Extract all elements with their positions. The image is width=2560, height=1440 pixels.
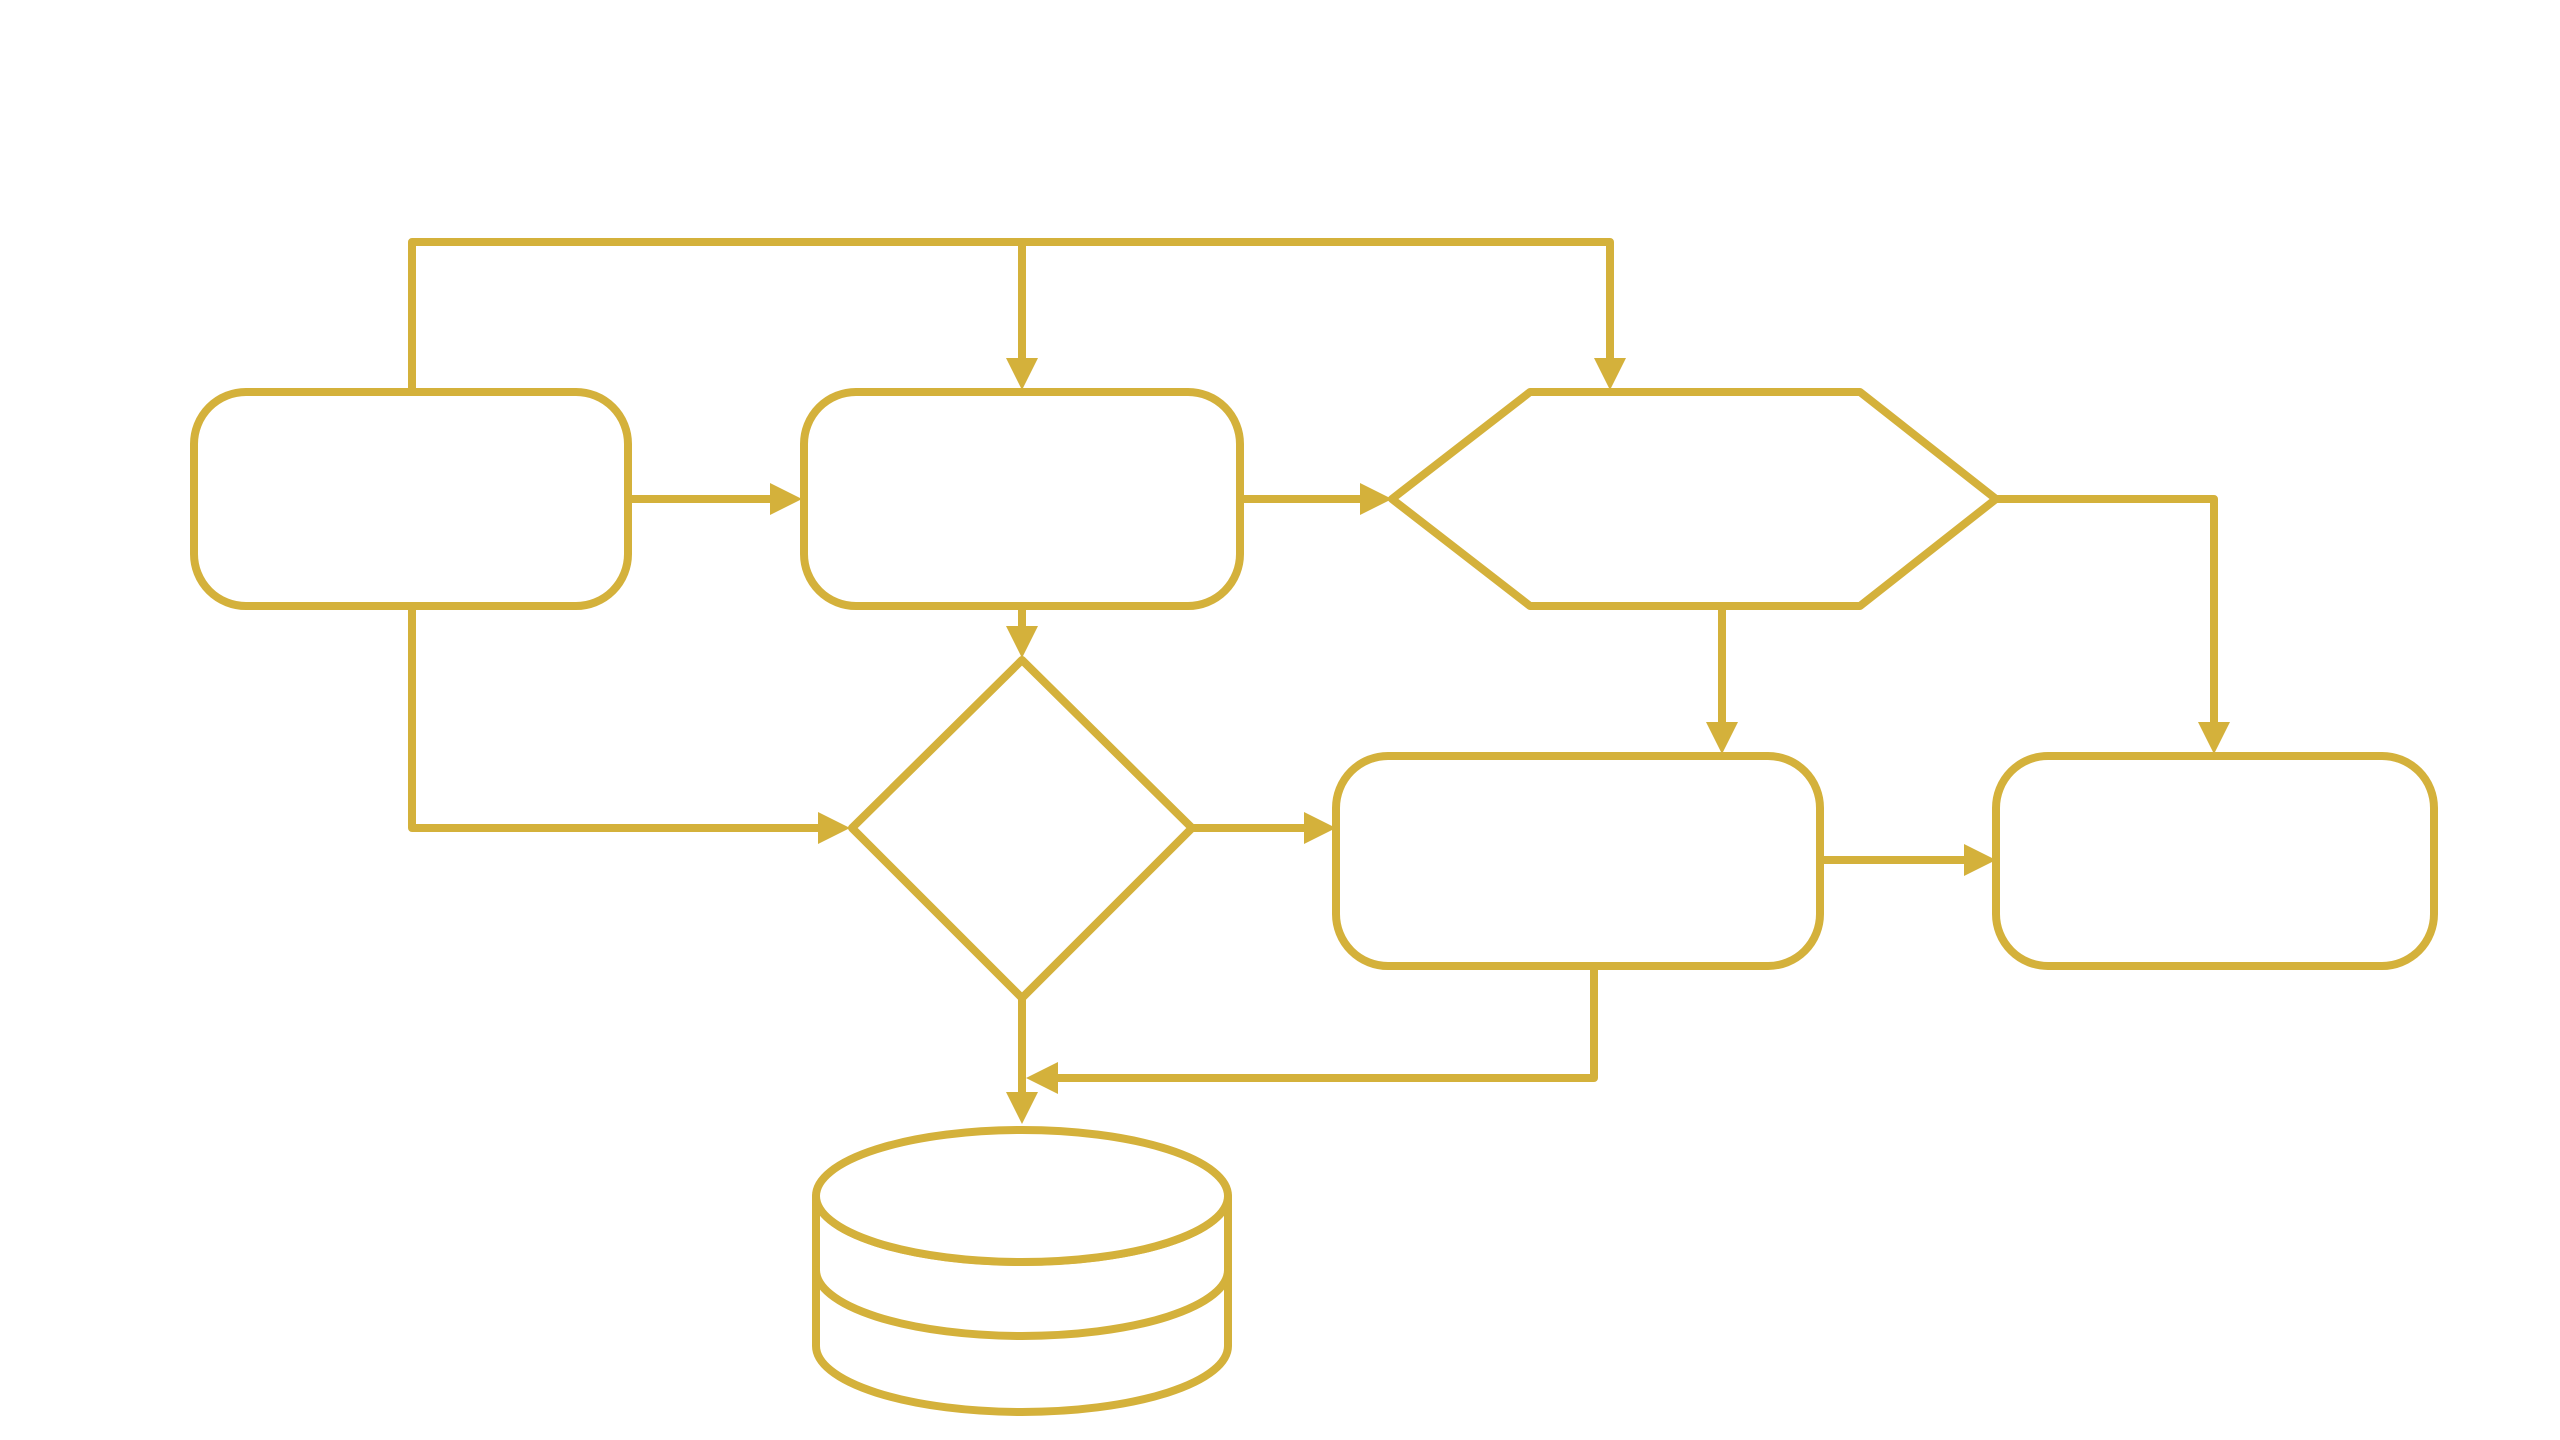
node-d-shape — [848, 656, 1196, 1002]
node-b[interactable] — [800, 388, 1244, 610]
node-f-shape — [1992, 752, 2438, 970]
edge-c-to-f — [1986, 495, 2218, 739]
node-g[interactable] — [812, 1126, 1232, 1416]
edges — [408, 238, 2230, 1124]
arrowhead-to-d-top — [1006, 626, 1038, 658]
node-d[interactable] — [848, 656, 1196, 1002]
node-b-shape — [800, 388, 1244, 610]
node-e-shape — [1332, 752, 1824, 970]
edge-a-top-bus — [408, 238, 1614, 396]
arrowhead-to-e-left — [1304, 812, 1336, 844]
node-a[interactable] — [190, 388, 632, 610]
arrowhead-to-e-top — [1706, 722, 1738, 754]
edge-a-to-d — [408, 602, 834, 832]
node-c[interactable] — [1388, 388, 2000, 610]
edge-e-to-g — [1036, 962, 1598, 1082]
arrowhead-to-f-left — [1964, 844, 1996, 876]
arrowhead-to-c-top — [1594, 358, 1626, 390]
arrowhead-to-d-left — [818, 812, 850, 844]
node-e[interactable] — [1332, 752, 1824, 970]
node-g-cylinder-band-2 — [812, 1266, 1232, 1340]
nodes — [190, 388, 2438, 1416]
arrowhead-to-b-left — [770, 483, 802, 515]
node-g-cylinder-top — [812, 1126, 1232, 1266]
node-f[interactable] — [1992, 752, 2438, 970]
arrowhead-to-c-left — [1360, 483, 1392, 515]
arrowhead-to-b-top — [1006, 358, 1038, 390]
node-c-shape — [1388, 388, 2000, 610]
arrowhead-e-to-g — [1026, 1062, 1058, 1094]
arrowhead-to-f-top — [2198, 722, 2230, 754]
node-a-shape — [190, 388, 632, 610]
arrowhead-to-g-top — [1006, 1092, 1038, 1124]
